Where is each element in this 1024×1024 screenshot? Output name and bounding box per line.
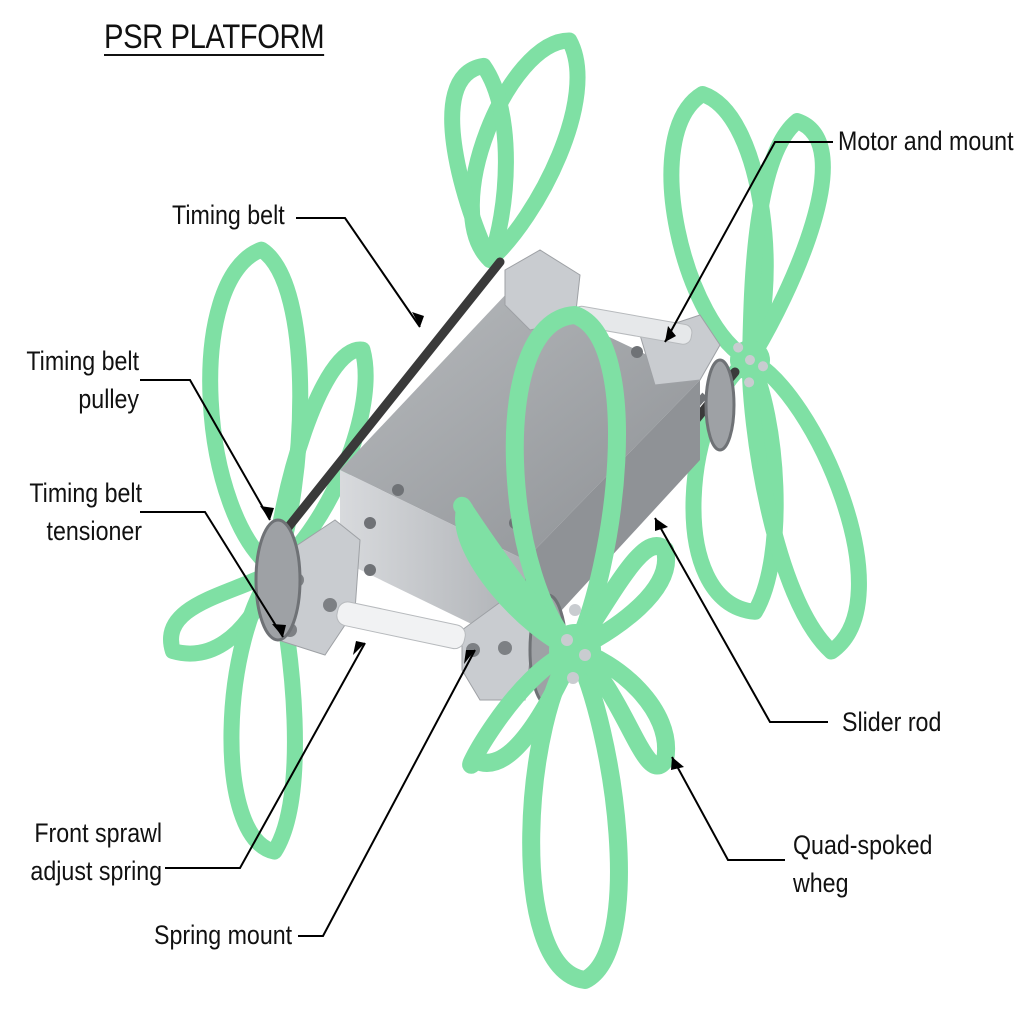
arrowhead-motor-and-mount [665, 326, 676, 342]
timing-belt-pulley-rear [704, 358, 736, 452]
leader-timing-belt-tensioner [140, 511, 284, 638]
wheg-spoke [741, 352, 867, 660]
wheg-spoke [566, 537, 676, 659]
label-line: Timing belt [172, 200, 285, 230]
leader-lines [140, 141, 833, 937]
arrowhead-quad-spoked-wheg [671, 757, 684, 770]
wheg-spoke [522, 641, 628, 989]
label-line: adjust spring [30, 856, 162, 886]
leader-front-sprawl-spring [165, 642, 366, 869]
arrowhead-timing-belt [412, 312, 424, 327]
wheg-spoke [505, 306, 626, 659]
arrowhead-spring-mount [464, 650, 475, 664]
label-timing-belt-tensioner: Timing belt tensioner [29, 474, 142, 550]
label-line: Spring mount [154, 920, 293, 950]
wheg-spoke [444, 57, 514, 268]
label-motor-and-mount: Motor and mount [838, 122, 1014, 160]
wheg-spoke [742, 113, 831, 368]
leader-slider-rod [654, 517, 828, 723]
wheg-spoke [453, 497, 584, 659]
leader-timing-belt-pulley [140, 379, 271, 521]
label-line: Timing belt [29, 478, 142, 508]
label-line: wheg [793, 868, 849, 898]
diagram-title: PSR PLATFORM [104, 18, 325, 56]
front-sprawl-spring [336, 601, 466, 650]
wheg-front-left [163, 241, 374, 860]
wheg-spoke [685, 352, 784, 620]
timing-belt-left [273, 257, 505, 545]
label-front-sprawl-spring: Front sprawl adjust spring [30, 814, 162, 890]
label-line: tensioner [46, 516, 142, 546]
arrowhead-timing-belt-tensioner [272, 624, 286, 637]
wheg-spoke [663, 86, 774, 368]
leader-arrowheads [260, 312, 684, 770]
label-quad-spoked-wheg: Quad-spoked wheg [793, 826, 932, 902]
label-line: Front sprawl [34, 818, 163, 848]
leader-spring-mount [298, 649, 476, 937]
leader-motor-and-mount [664, 141, 833, 343]
timing-belt-pulley-front-left [254, 518, 302, 642]
label-line: Timing belt [26, 346, 139, 376]
label-spring-mount: Spring mount [154, 916, 292, 954]
chassis-front [340, 470, 525, 650]
arrowhead-slider-rod [655, 518, 668, 531]
arrowhead-timing-belt-pulley [260, 506, 274, 520]
arrowhead-front-sprawl-spring [353, 641, 365, 655]
label-timing-belt-pulley: Timing belt pulley [26, 342, 139, 418]
label-line: pulley [78, 384, 139, 414]
wheg-front-right [453, 306, 676, 989]
label-line: Slider rod [842, 707, 942, 737]
wheg-spoke [566, 641, 676, 775]
wheg-back-left [444, 32, 586, 268]
wheg-back-right [663, 86, 867, 660]
wheg-spoke [267, 341, 374, 578]
leader-timing-belt [296, 217, 421, 328]
label-line: Motor and mount [838, 126, 1014, 156]
leader-quad-spoked-wheg [671, 756, 785, 861]
wheg-spoke [463, 32, 586, 268]
label-line: Quad-spoked [793, 830, 933, 860]
label-timing-belt: Timing belt [172, 196, 285, 234]
label-slider-rod: Slider rod [842, 703, 941, 741]
wheg-spoke [223, 562, 303, 860]
